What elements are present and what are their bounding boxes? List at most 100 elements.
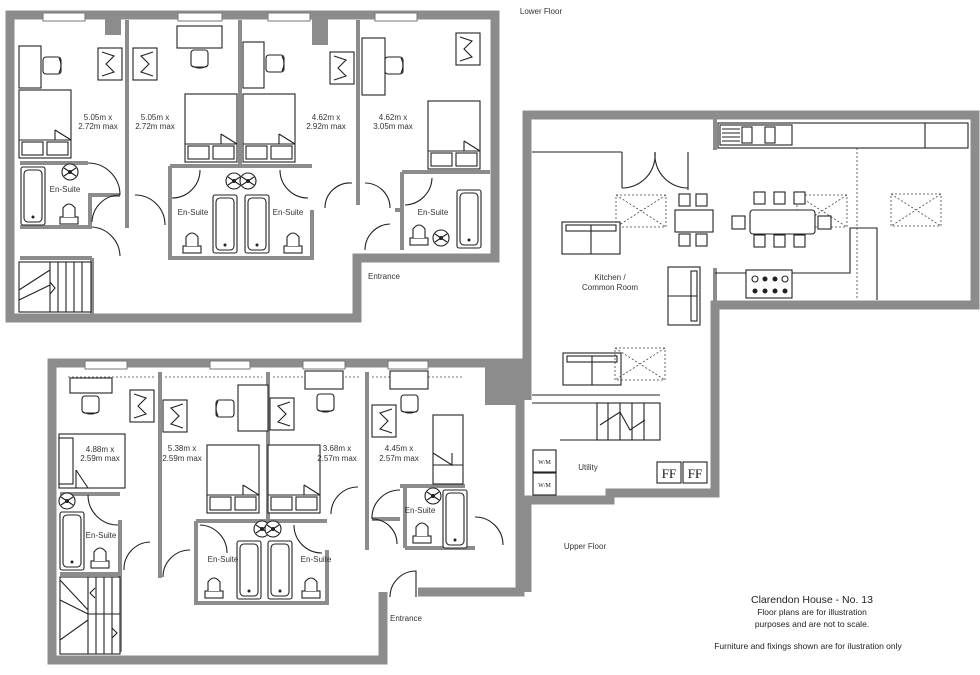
upper-floor: Upper Floor xyxy=(47,358,606,665)
plan-mark xyxy=(412,522,432,544)
plan-mark xyxy=(204,577,224,599)
plan-mark xyxy=(206,444,260,514)
plan-mark xyxy=(782,288,788,294)
plan-note: Floor plans are for illustration xyxy=(757,607,867,617)
plan-mark xyxy=(209,360,251,370)
room-dimension: 2.57m max xyxy=(317,454,357,463)
room-dimension: 5.05m x xyxy=(84,113,112,122)
plan-mark xyxy=(404,177,433,206)
plan-mark xyxy=(817,215,832,230)
room-dimension: 4.62m x xyxy=(379,113,407,122)
plan-mark xyxy=(561,221,621,255)
plan-mark xyxy=(171,169,201,199)
room-dimension: 4.88m x xyxy=(86,445,114,454)
plan-mark xyxy=(69,377,113,394)
room-dimension: 3.68m x xyxy=(323,444,351,453)
plan-mark xyxy=(371,489,401,520)
kitchen-label: Common Room xyxy=(582,283,638,292)
upper-furniture xyxy=(58,370,464,514)
plan-mark xyxy=(87,494,119,526)
plan-mark xyxy=(20,161,490,174)
plan-mark xyxy=(409,224,429,246)
plan-mark xyxy=(18,262,83,312)
plan-mark xyxy=(389,370,429,390)
plan-mark xyxy=(374,12,418,22)
plan-mark xyxy=(265,54,285,73)
fridge-freezer-icon xyxy=(682,461,708,484)
plan-mark xyxy=(474,516,504,546)
room-dimension: 2.59m max xyxy=(162,454,202,463)
plan-mark xyxy=(432,452,463,466)
plan-mark xyxy=(269,397,295,431)
kitchen-common-room: W/M W/M FF FF Kitchen / Common Room Util… xyxy=(522,110,980,592)
plan-note: Furniture and fixings shown are for ilus… xyxy=(714,641,902,651)
plan-mark xyxy=(424,487,442,505)
plan-mark xyxy=(237,384,269,432)
plan-mark xyxy=(242,93,296,163)
plan-mark xyxy=(752,288,758,294)
kitchen-counter xyxy=(717,122,969,299)
plan-mark xyxy=(316,393,335,413)
plan-mark xyxy=(562,352,622,386)
plan-mark xyxy=(132,47,158,81)
kitchen-stairs xyxy=(596,402,661,441)
plan-notes: Clarendon House - No. 13 Floor plans are… xyxy=(714,594,902,651)
room-dimension: 4.45m x xyxy=(385,444,413,453)
plan-mark xyxy=(59,203,79,225)
plan-mark xyxy=(400,394,419,414)
plan-mark xyxy=(371,518,398,545)
plan-mark xyxy=(59,577,120,654)
fridge-freezer-label: FF xyxy=(662,466,676,481)
plan-mark xyxy=(329,51,355,85)
plan-mark xyxy=(722,128,740,142)
ensuite-label: En-Suite xyxy=(405,506,436,515)
plan-mark xyxy=(384,56,404,75)
plan-mark xyxy=(599,403,646,440)
washing-machine-label: W/M xyxy=(538,460,551,466)
plan-mark xyxy=(242,41,265,89)
plan-mark xyxy=(81,395,100,415)
ensuite-label: En-Suite xyxy=(50,185,81,194)
plan-mark xyxy=(621,151,689,189)
plan-mark xyxy=(753,234,766,248)
lower-stairs xyxy=(18,261,92,313)
wall-pillar xyxy=(485,363,520,405)
plan-mark xyxy=(749,209,816,235)
plan-mark xyxy=(762,288,768,294)
plan-mark xyxy=(674,209,714,233)
room-dimension: 4.62m x xyxy=(312,113,340,122)
plan-mark xyxy=(42,12,86,22)
plan-mark xyxy=(432,414,464,485)
plan-mark xyxy=(324,182,353,209)
plan-mark xyxy=(61,163,79,181)
plan-mark xyxy=(162,399,188,433)
plan-mark xyxy=(87,162,121,196)
plan-mark xyxy=(781,275,789,283)
plan-mark xyxy=(59,511,85,571)
wall-pillar xyxy=(105,15,121,35)
plan-mark xyxy=(793,234,806,248)
plan-mark xyxy=(364,223,391,251)
lower-labels: 5.05m x 2.72m max 5.05m x 2.72m max 4.62… xyxy=(50,113,449,281)
plan-mark xyxy=(596,402,661,441)
plan-mark xyxy=(58,437,74,485)
room-dimension: 5.05m x xyxy=(141,113,169,122)
plan-mark xyxy=(190,49,209,69)
kitchen-interior-walls xyxy=(532,118,878,441)
plan-mark xyxy=(244,194,270,254)
ensuite-label: En-Suite xyxy=(418,208,449,217)
upper-stairs xyxy=(59,576,121,655)
plan-mark xyxy=(330,486,359,515)
ensuite-label: En-Suite xyxy=(301,555,332,564)
plan-mark xyxy=(304,370,344,390)
fridge-freezer-icon xyxy=(656,461,682,484)
room-dimension: 2.72m max xyxy=(135,122,175,131)
plan-mark xyxy=(762,276,768,282)
plan-mark xyxy=(162,549,191,578)
lower-floor: Lower Floor xyxy=(5,7,562,323)
plan-mark xyxy=(75,469,89,489)
plan-title: Clarendon House - No. 13 xyxy=(751,594,873,606)
plan-mark xyxy=(168,166,314,260)
plan-mark xyxy=(199,524,228,554)
